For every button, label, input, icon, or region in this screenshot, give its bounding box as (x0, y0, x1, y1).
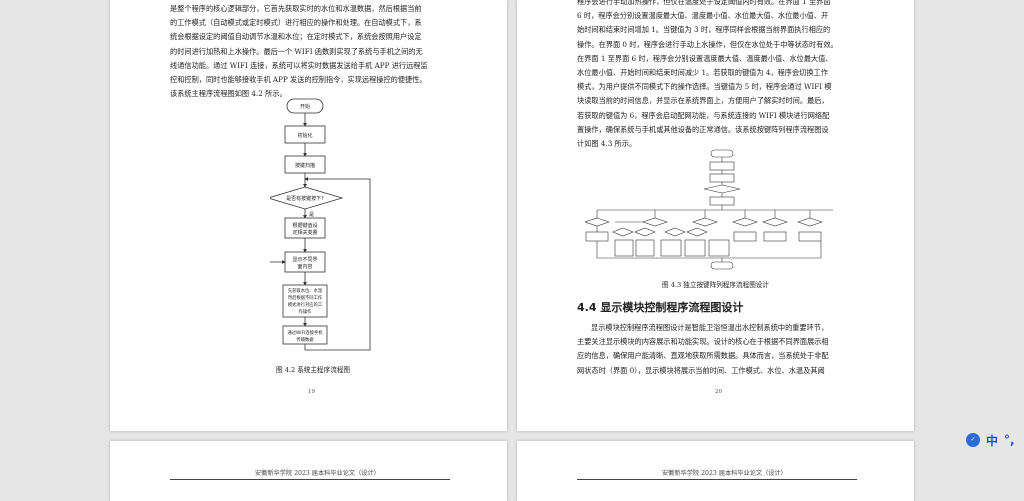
decision-label: 是否有按键按下? (286, 195, 324, 202)
start-label: 开始 (300, 103, 310, 110)
figure-caption: 图 4.3 独立按键阵列程序流程图设计 (662, 279, 769, 289)
figure-caption: 图 4.2 系统主程序流程图 (276, 364, 350, 374)
wifi-label-line: 通过WIFI连接手机 (287, 329, 323, 336)
ime-toolbar[interactable]: ✓ 中 °, (966, 428, 1015, 452)
section-heading: 4.4 显示模块控制程序流程图设计 (577, 299, 743, 315)
flow-decision (704, 185, 740, 193)
text-line: 程序会进行手动加热操作，但仅在温度处于设定阈值内时有效。在界面 1 至界面 (577, 0, 877, 9)
text-line: 的时间进行加热和上水操作。最后一个 WIFI 函数则实现了系统与手机之间的无 (170, 45, 470, 59)
set-label-line: 定相关变量 (292, 229, 317, 236)
text-line: 统会根据设定的阈值自动调节水温和水位；在定时模式下，系统会按照用户设定 (170, 30, 470, 44)
ime-logo-icon[interactable]: ✓ (966, 433, 980, 447)
text-line: 若获取的键值为 6，程序会启动配网功能，与系统连接的 WIFI 模块进行网络配 (577, 109, 877, 123)
init-label: 初始化 (297, 132, 312, 139)
display-label-line: 面内容 (297, 263, 312, 270)
header-rule (577, 479, 857, 480)
text-line: 6 时，程序会分别设置温度最大值、温度最小值、水位最大值、水位最小值、开 (577, 9, 877, 23)
scan-label: 按键扫描 (295, 162, 315, 169)
text-line: 的工作模式（自动模式或定时模式）进行相应的操作和处理。在自动模式下，系 (170, 16, 470, 30)
header-rule (170, 479, 450, 480)
yes-label: 是 (309, 212, 314, 218)
text-line: 应的信息，确保用户能清晰、直观地获取所需数据。具体而言，当系统处于非配 (577, 349, 877, 363)
text-line: 是整个程序的核心逻辑部分，它首先获取实时的水位和水温数据，然后根据当前 (170, 2, 470, 16)
text-line: 控和控制，同时也能够接收手机 APP 发送的控制指令，实现远程操控的便捷性。 (170, 73, 470, 87)
document-page-21: 安徽新华学院 2023 届本科毕业论文（设计） (110, 441, 507, 501)
control-label-line: 模式进行对应的工 (288, 301, 323, 308)
control-label-line: 先获取水位、水温 (288, 287, 323, 294)
flow-start-node (711, 150, 733, 157)
text-line: 操作。在界面 0 时，程序会进行手动上水操作，但仅在水位处于中等状态时有效。 (577, 38, 877, 52)
body-paragraph: 显示模块控制程序流程图设计是智能卫浴恒温出水控制系统中的重要环节， 主要关注显示… (577, 321, 877, 378)
flow-node (710, 174, 734, 182)
text-line: 块读取当前的时间信息，并显示在系统界面上，方便用户了解实时时间。最后， (577, 94, 877, 108)
wifi-label-line: 传输数据 (296, 336, 314, 343)
text-line: 水位最小值、开始时间和结束时间减少 1。若获取的键值为 4，程序会切换工作 (577, 66, 877, 80)
flow-node (710, 162, 734, 170)
text-line: 线通信功能。通过 WIFI 连接，系统可以将实时数据发送给手机 APP 进行远程… (170, 59, 470, 73)
display-label-line: 显示不同界 (292, 257, 317, 263)
page-header: 安徽新华学院 2023 届本科毕业论文（设计） (662, 468, 787, 477)
text-line: 置操作，确保系统与手机或其他设备的正常通信。该系统按键阵列程序流程图设 (577, 123, 877, 137)
page-header: 安徽新华学院 2023 届本科毕业论文（设计） (255, 468, 380, 477)
text-line: 模式，为用户提供不同模式下的操作选择。当键值为 5 时，程序会通过 WIFI 模 (577, 80, 877, 94)
set-label-line: 根据键值设 (292, 222, 317, 229)
text-line: 主要关注显示模块的内容展示和功能实现。设计的核心在于根据不同界面展示相 (577, 335, 877, 349)
ime-punctuation-toggle[interactable]: °, (1004, 433, 1015, 447)
text-line: 网状态时（界面 0），显示模块将展示当前时间、工作模式、水位、水温及其阈 (577, 364, 877, 378)
text-line: 显示模块控制程序流程图设计是智能卫浴恒温出水控制系统中的重要环节， (577, 321, 877, 335)
document-page-19: 是整个程序的核心逻辑部分，它首先获取实时的水位和水温数据，然后根据当前 的工作模… (110, 0, 507, 431)
body-paragraph: 程序会进行手动加热操作，但仅在温度处于设定阈值内时有效。在界面 1 至界面 6 … (577, 0, 877, 151)
ime-language-toggle[interactable]: 中 (986, 432, 998, 449)
page-number: 19 (308, 389, 315, 395)
document-page-20: 程序会进行手动加热操作，但仅在温度处于设定阈值内时有效。在界面 1 至界面 6 … (517, 0, 914, 431)
control-label-line: 作操作 (299, 308, 313, 315)
key-array-flowchart (585, 148, 843, 272)
document-page-22: 安徽新华学院 2023 届本科毕业论文（设计） (517, 441, 914, 501)
body-paragraph: 是整个程序的核心逻辑部分，它首先获取实时的水位和水温数据，然后根据当前 的工作模… (170, 2, 470, 101)
flow-end-node (711, 262, 733, 269)
flow-node (710, 197, 734, 205)
text-line: 在界面 1 至界面 6 时，程序会分别设置温度最大值、温度最小值、水位最大值、 (577, 52, 877, 66)
main-program-flowchart: 开始 初始化 按键扫描 是否有按键按下? 是 否 根据键值设 定相关变量 显示不… (270, 98, 385, 356)
control-label-line: 然后根据不同工作 (288, 294, 323, 301)
page-number: 20 (715, 389, 722, 395)
text-line: 始时间和结束时间增加 1。当键值为 3 时，程序同样会根据当前界面执行相应的 (577, 23, 877, 37)
